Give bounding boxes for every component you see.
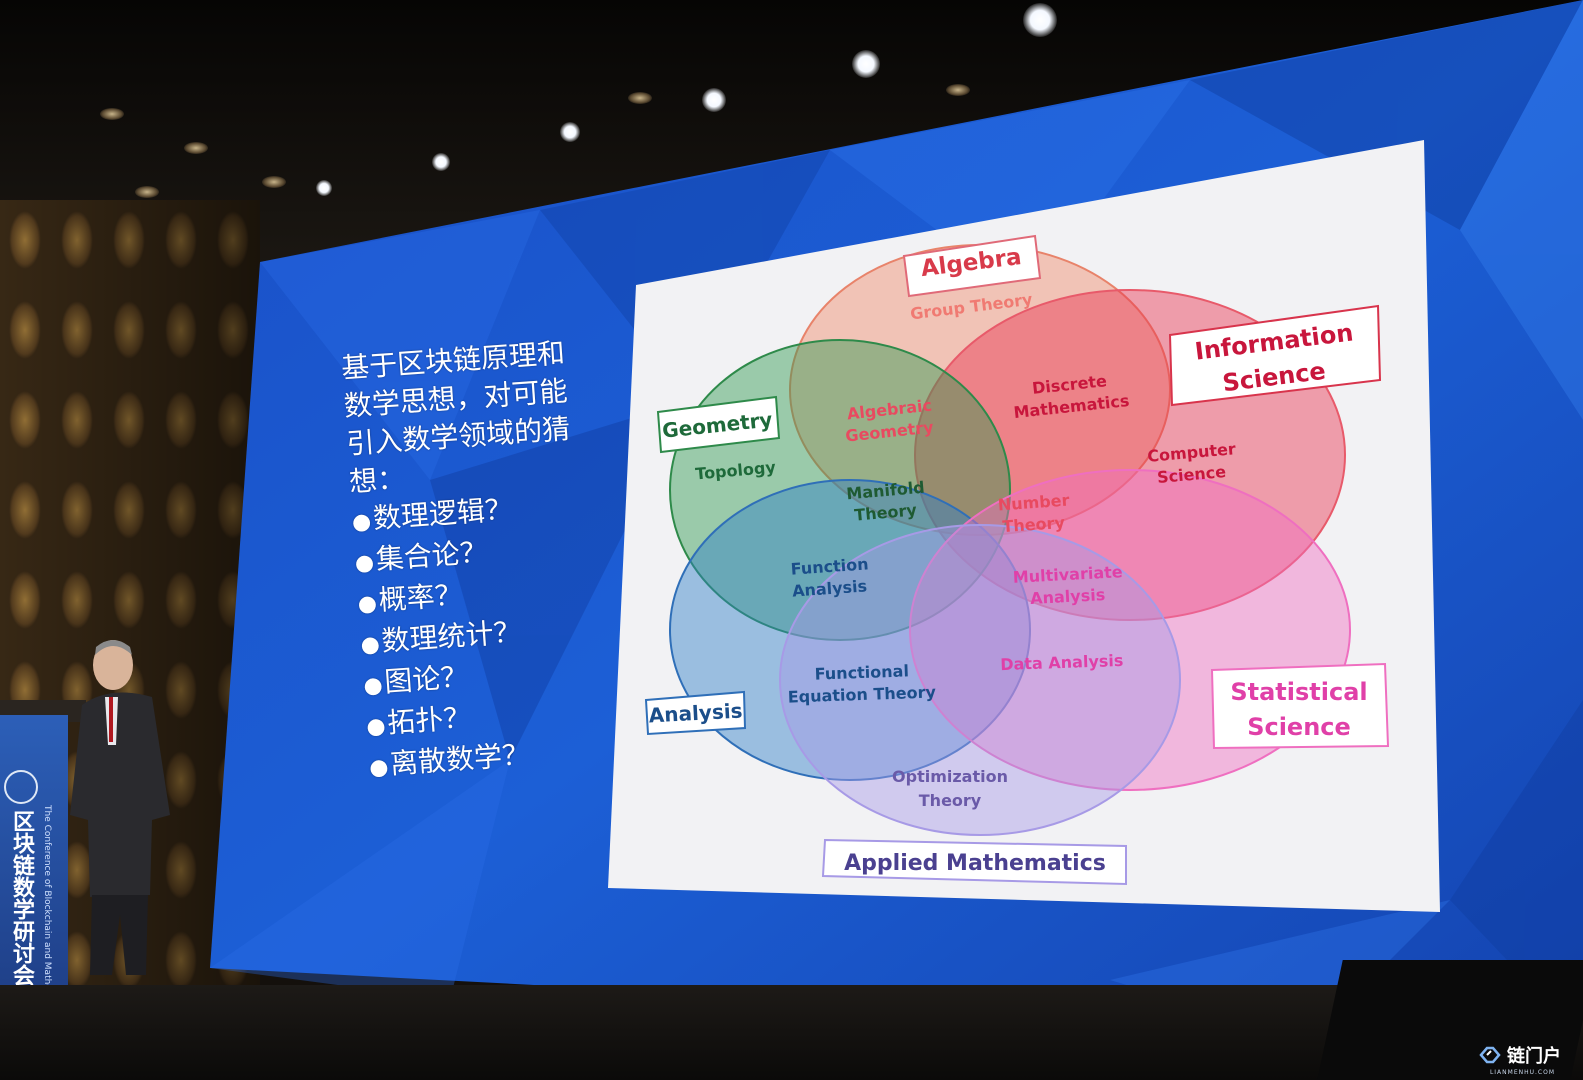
- watermark-url: LIANMENHU.COM: [1489, 1069, 1555, 1076]
- speaker-suit: [70, 692, 170, 897]
- field-box-statistical-science-line2: Science: [1247, 713, 1351, 741]
- ceiling-spotlight: [316, 180, 332, 196]
- stage-floor: [0, 985, 1583, 1080]
- watermark-brand: 链门户: [1507, 1046, 1561, 1067]
- speaker-lanyard: [109, 697, 113, 742]
- speaker-hair: [95, 640, 132, 655]
- speaker-head: [93, 640, 133, 690]
- topic-data-analysis: Data Analysis: [1000, 651, 1124, 674]
- field-box-applied-mathematics: Applied Mathematics: [821, 838, 1127, 886]
- venn-circles: [669, 244, 1351, 836]
- topic-number-theory-line1: Number: [997, 491, 1070, 515]
- field-box-statistical-science: Statistical Science: [1210, 662, 1390, 750]
- speaker: [70, 640, 170, 975]
- ceiling-spotlight: [432, 153, 450, 171]
- field-box-geometry: Geometry: [656, 395, 781, 454]
- svg-text:Analysis: Analysis: [648, 699, 743, 728]
- topic-number-theory-line2: Theory: [1002, 513, 1066, 536]
- ceiling-downlight: [946, 84, 970, 96]
- ceiling-downlight: [135, 186, 159, 198]
- podium-title: 区块链数学研讨会: [9, 810, 35, 986]
- brand-logo-icon: [1479, 1046, 1501, 1064]
- venn-circle-analysis: [669, 479, 1031, 781]
- ceiling-spotlight: [1023, 3, 1057, 37]
- ceiling-downlight: [628, 92, 652, 104]
- ceiling-downlight: [262, 176, 286, 188]
- conference-logo-icon: [4, 770, 38, 804]
- topic-multivariate-analysis-line2: Analysis: [1030, 585, 1106, 608]
- venn-circle-applied-mathematics: [779, 524, 1181, 836]
- ceiling-downlight: [184, 142, 208, 154]
- podium-subtitle: The Conference of Blockchain and Mathema…: [42, 805, 52, 1020]
- field-box-statistical-science-line1: Statistical: [1230, 678, 1367, 706]
- topic-functional-equation-theory-line1: Functional: [814, 661, 909, 683]
- svg-text:Applied Mathematics: Applied Mathematics: [844, 851, 1106, 876]
- watermark: 链门户: [1479, 1042, 1561, 1068]
- topic-optimization-theory-line2: Theory: [919, 791, 982, 810]
- ceiling-spotlight: [852, 50, 880, 78]
- topic-optimization-theory-line1: Optimization: [892, 767, 1008, 786]
- ceiling-spotlight: [560, 122, 580, 142]
- ceiling-downlight: [100, 108, 124, 120]
- field-box-algebra: Algebra: [902, 234, 1042, 298]
- field-box-information-science: Information Science: [1168, 304, 1382, 407]
- field-box-analysis: Analysis: [644, 690, 747, 736]
- low-poly-background: [210, 0, 1583, 1040]
- ceiling-spotlight: [702, 88, 726, 112]
- speaker-legs: [90, 895, 148, 975]
- podium: [0, 715, 68, 1000]
